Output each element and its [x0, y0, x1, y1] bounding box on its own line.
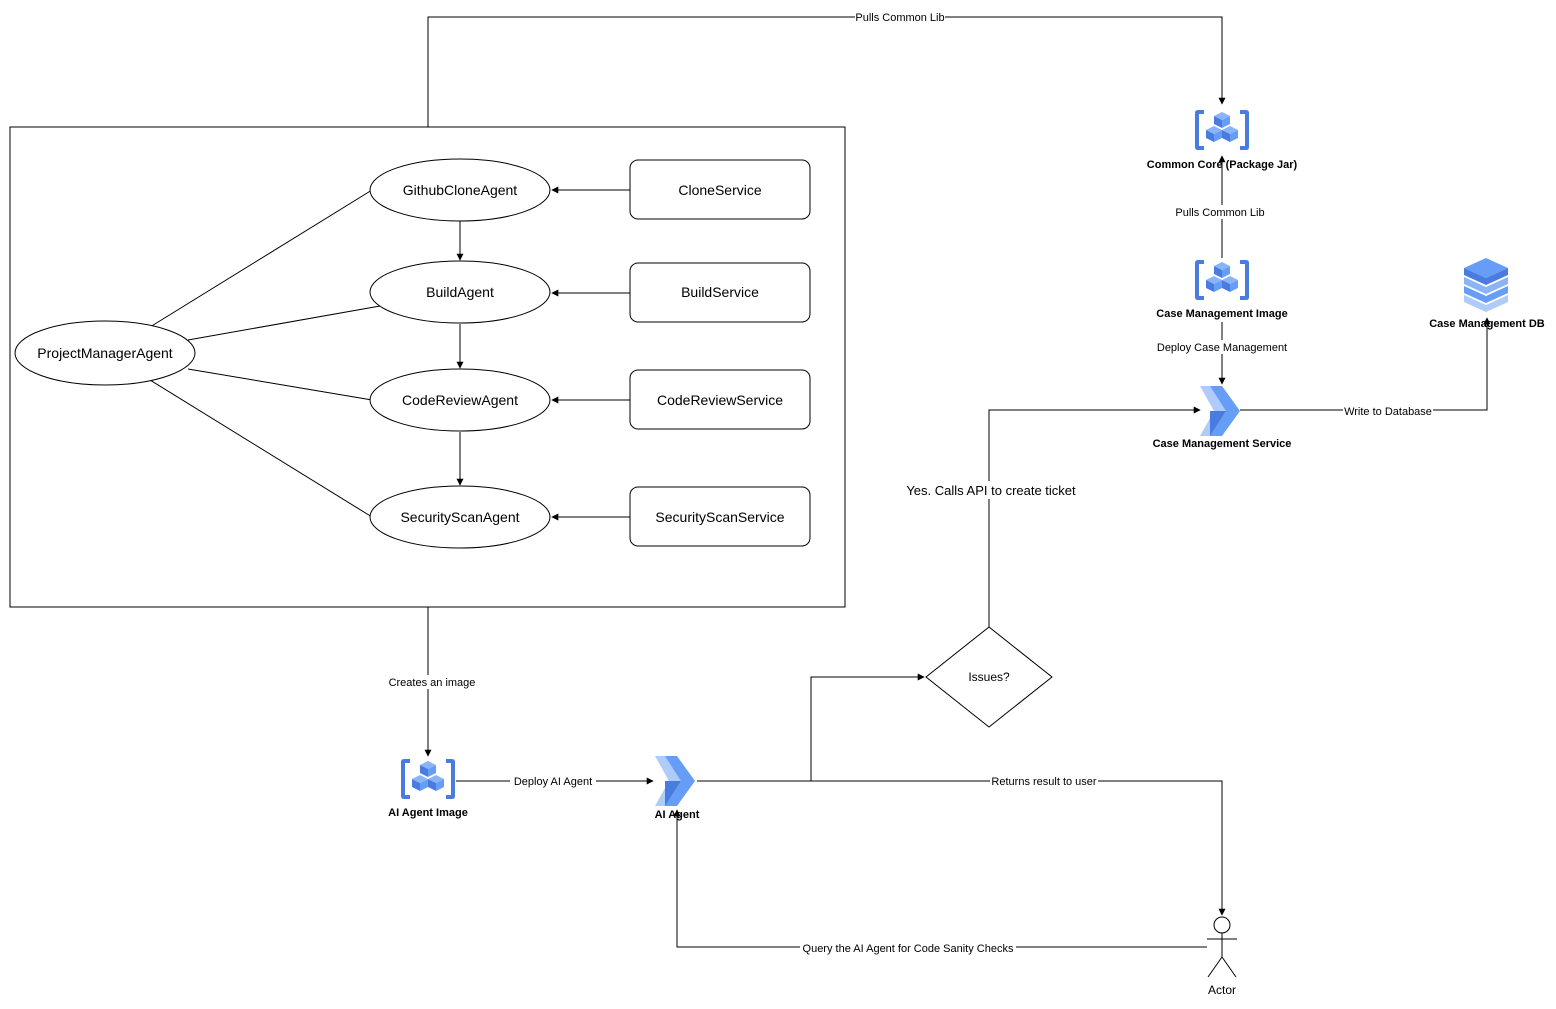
issues-decision-label: Issues?: [968, 670, 1010, 684]
common-core-cube-icon[interactable]: [1195, 110, 1249, 150]
project-manager-agent[interactable]: ProjectManagerAgent: [14, 320, 196, 386]
pulls-common-lib-mid-label: Pulls Common Lib: [1175, 207, 1264, 219]
deploy-case-management-label: Deploy Case Management: [1157, 342, 1287, 354]
returns-result-edge: [697, 780, 1226, 916]
write-to-database-label: Write to Database: [1344, 406, 1432, 418]
ai-agent-image-cube-icon[interactable]: [401, 759, 455, 799]
pm-to-security-line: [149, 379, 373, 518]
ai-agent-to-issues-edge: [697, 673, 925, 782]
build-service-label: BuildService: [681, 284, 759, 300]
case-management-service-chevron-icon[interactable]: [1200, 386, 1240, 436]
case-management-image-label: Case Management Image: [1156, 308, 1287, 320]
pm-to-codereview-line: [187, 368, 373, 401]
build-agent[interactable]: BuildAgent: [369, 260, 551, 324]
case-management-image-cube-icon[interactable]: [1195, 260, 1249, 300]
clone-service[interactable]: CloneService: [629, 159, 811, 220]
pulls-common-lib-top-edge: [427, 16, 1226, 127]
github-clone-agent-label: GithubCloneAgent: [403, 182, 518, 198]
security-scan-agent-label: SecurityScanAgent: [400, 509, 519, 525]
github-clone-agent[interactable]: GithubCloneAgent: [369, 158, 551, 222]
ai-agent-chevron-icon[interactable]: [655, 756, 695, 806]
clone-service-label: CloneService: [678, 182, 761, 198]
case-management-db-icon[interactable]: [1464, 258, 1508, 312]
build-agent-label: BuildAgent: [426, 284, 494, 300]
issues-decision[interactable]: Issues?: [925, 626, 1053, 728]
build-service[interactable]: BuildService: [629, 262, 811, 323]
code-review-service-label: CodeReviewService: [657, 392, 783, 408]
pm-to-build-line: [187, 305, 381, 341]
yes-create-ticket-label: Yes. Calls API to create ticket: [906, 483, 1076, 498]
case-management-service-label: Case Management Service: [1153, 438, 1292, 450]
ai-agent-image-label: AI Agent Image: [388, 807, 468, 819]
query-ai-agent-edge: [673, 809, 1207, 948]
security-scan-agent[interactable]: SecurityScanAgent: [369, 485, 551, 549]
pm-to-github-line: [149, 189, 373, 328]
code-review-agent-label: CodeReviewAgent: [402, 392, 518, 408]
security-scan-service[interactable]: SecurityScanService: [629, 486, 811, 547]
deploy-ai-agent-label: Deploy AI Agent: [514, 776, 592, 788]
project-manager-agent-label: ProjectManagerAgent: [37, 345, 173, 361]
common-core-label: Common Core (Package Jar): [1147, 159, 1298, 171]
code-review-agent[interactable]: CodeReviewAgent: [369, 368, 551, 432]
creates-an-image-label: Creates an image: [389, 677, 476, 689]
returns-result-label: Returns result to user: [991, 776, 1096, 788]
write-to-database-edge: [1240, 317, 1491, 411]
pulls-common-lib-top-label: Pulls Common Lib: [855, 12, 944, 24]
security-scan-service-label: SecurityScanService: [655, 509, 784, 525]
actor-label: Actor: [1208, 983, 1236, 997]
query-ai-agent-label: Query the AI Agent for Code Sanity Check…: [803, 943, 1014, 955]
actor-figure-icon[interactable]: [1207, 916, 1237, 978]
code-review-service[interactable]: CodeReviewService: [629, 369, 811, 430]
yes-create-ticket-edge: [988, 406, 1201, 627]
